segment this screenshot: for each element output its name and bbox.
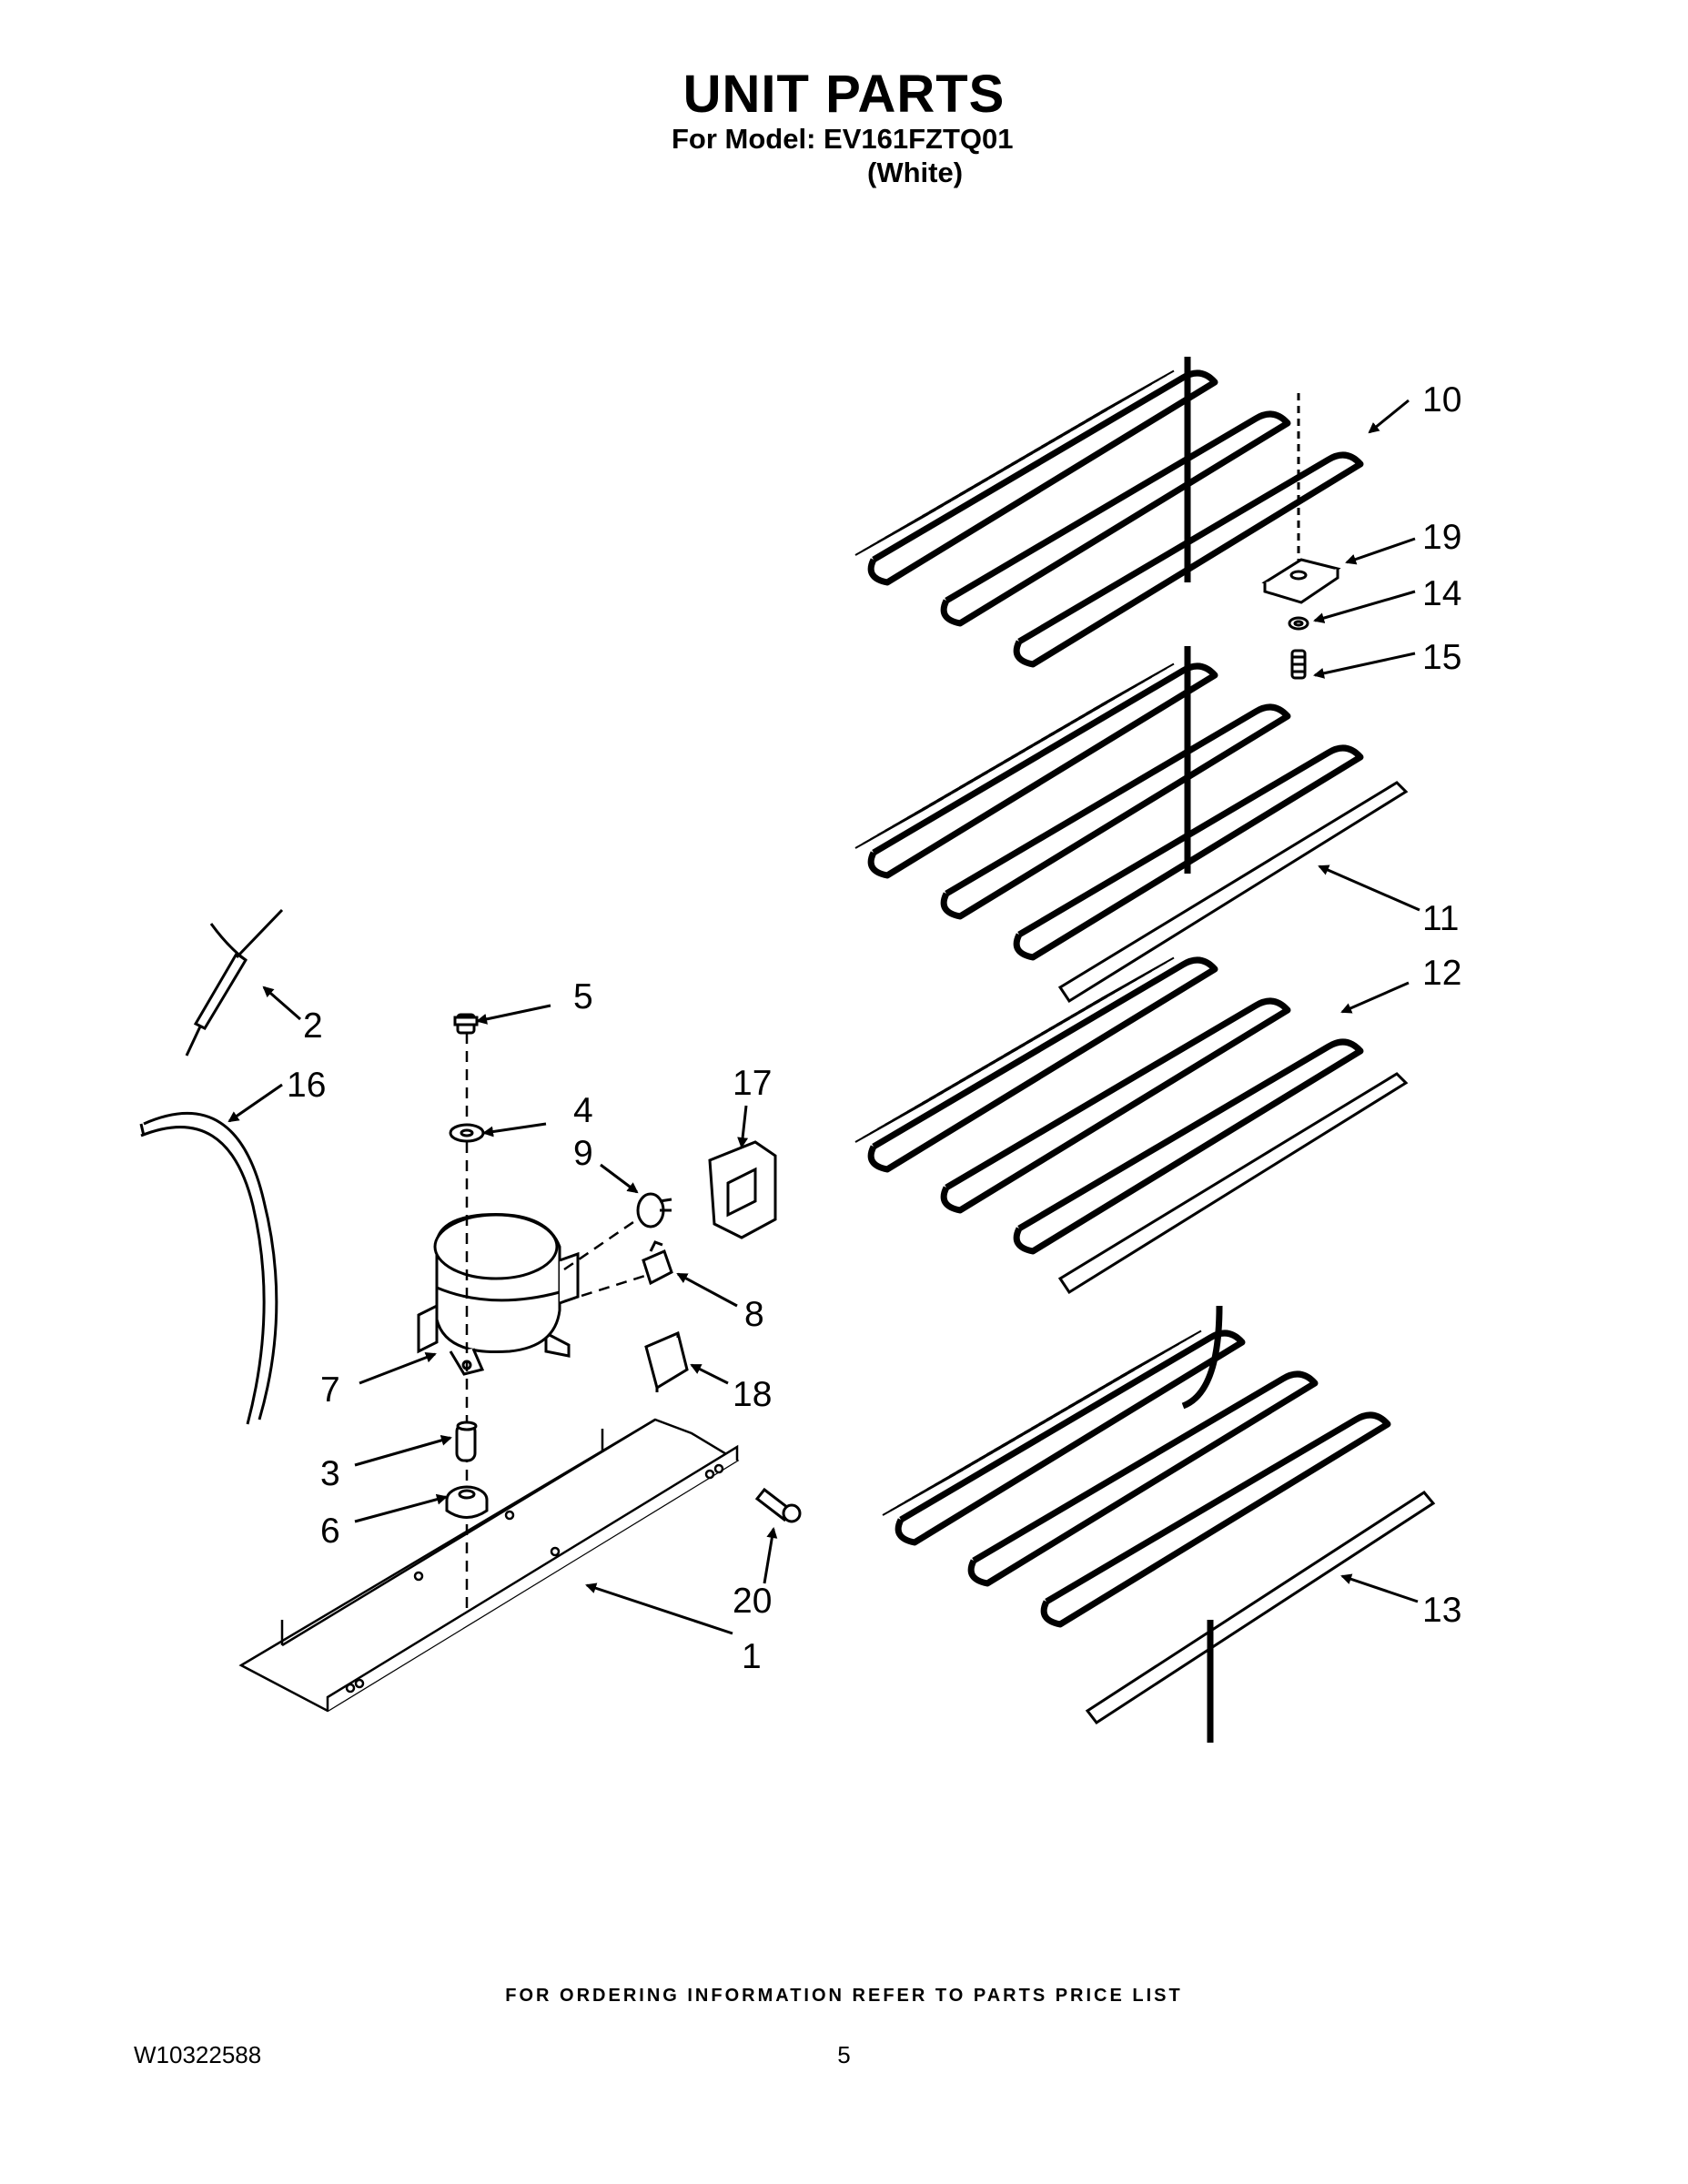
coil-center-lines [1181, 357, 1223, 1743]
callout-5: 5 [573, 977, 593, 1016]
mount-hardware [445, 1013, 489, 1519]
callout-8: 8 [744, 1295, 764, 1334]
drier [185, 908, 284, 1057]
coil-rails [1057, 781, 1436, 1725]
callout-20: 20 [733, 1582, 772, 1621]
callout-1: 1 [742, 1637, 762, 1676]
callout-16: 16 [287, 1066, 326, 1105]
callout-9: 9 [573, 1134, 593, 1173]
callout-labels: 1 2 3 4 5 6 7 8 9 10 11 12 13 14 15 16 1… [287, 380, 1461, 1676]
callout-12: 12 [1422, 954, 1461, 993]
callout-17: 17 [733, 1064, 772, 1103]
callout-15: 15 [1422, 638, 1461, 677]
evaporator-coil-11 [854, 662, 1364, 961]
electrical-components [636, 1140, 777, 1392]
callout-4: 4 [573, 1091, 593, 1130]
ordering-note: FOR ORDERING INFORMATION REFER TO PARTS … [505, 1986, 1183, 2006]
callout-19: 19 [1422, 518, 1461, 557]
tubing [139, 1111, 278, 1425]
callout-11: 11 [1422, 899, 1460, 938]
page-number: 5 [837, 2041, 851, 2068]
callout-10: 10 [1422, 380, 1461, 420]
callout-6: 6 [320, 1512, 340, 1551]
callout-14: 14 [1422, 574, 1461, 613]
page-title: UNIT PARTS [682, 65, 1006, 124]
callout-18: 18 [733, 1375, 772, 1414]
evaporator-coil-13 [882, 1330, 1391, 1628]
callout-3: 3 [320, 1454, 340, 1493]
compressor [417, 1212, 580, 1376]
callout-7: 7 [320, 1370, 340, 1410]
document-number: W10322588 [134, 2041, 262, 2068]
callout-13: 13 [1422, 1591, 1461, 1630]
model-color: (White) [867, 157, 964, 188]
base-plate [238, 1418, 740, 1713]
mounting-hardware [1261, 393, 1341, 680]
evaporator-coil-12 [854, 956, 1364, 1255]
model-line: For Model: EV161FZTQ01 [672, 123, 1014, 155]
screw-20 [754, 1487, 802, 1523]
evaporator-coil-10 [854, 369, 1364, 668]
leader-arrows [227, 399, 1420, 1635]
callout-2: 2 [303, 1006, 323, 1046]
